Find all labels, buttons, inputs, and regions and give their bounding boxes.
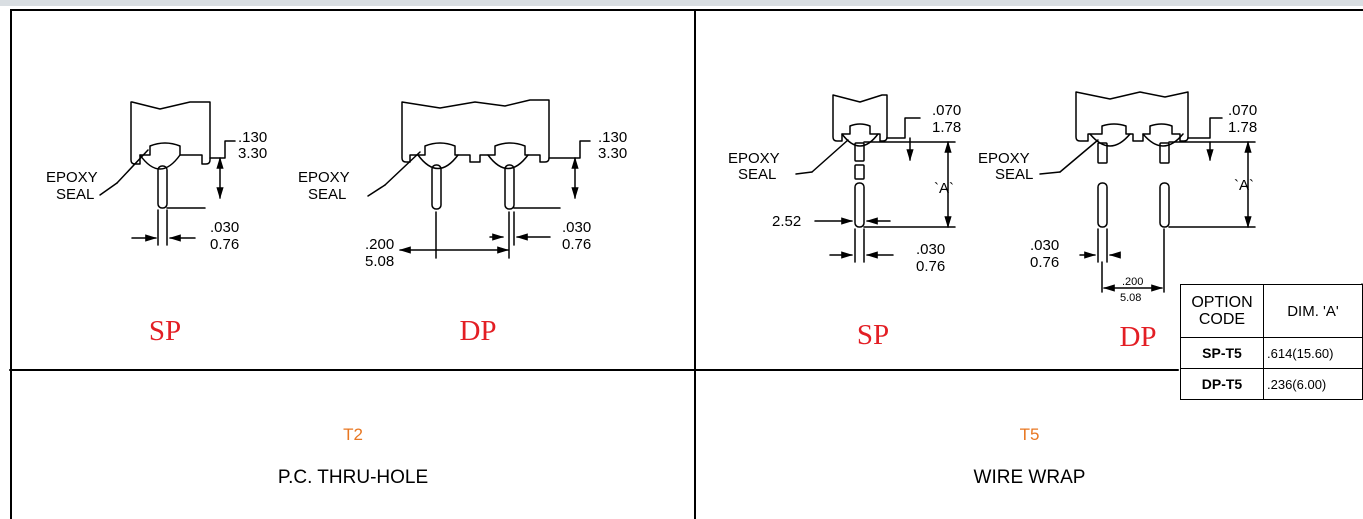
t2-dp-drawing	[367, 99, 591, 259]
row-dim: .236(6.00)	[1263, 368, 1363, 400]
t2-sp-dim-bot-in: .030	[210, 219, 239, 236]
t2-sp-drawing	[99, 101, 236, 246]
t5-option-code: T5	[1019, 425, 1040, 444]
t5-dp-pitch-in: .200	[1122, 276, 1143, 288]
t2-dp-pitch-mm: 5.08	[365, 253, 394, 270]
t2-option-title: P.C. THRU-HOLE	[277, 467, 429, 488]
t2-sp-epoxy-2: SEAL	[56, 186, 94, 203]
option-table-header: OPTION CODE DIM. 'A'	[1180, 284, 1363, 338]
top-bar	[0, 0, 1363, 6]
t2-sp-label: SP	[149, 315, 181, 347]
t5-dp-dim-a: `A`	[1234, 177, 1254, 194]
t2-sp-dim-top-in: .130	[238, 129, 267, 146]
t2-sp-labels: EPOXY SEAL .130 3.30 .030 0.76	[46, 129, 267, 253]
t2-dp-dim-bot-mm: 0.76	[562, 236, 591, 253]
table-row: SP-T5 .614(15.60)	[1180, 337, 1363, 369]
t5-dp-epoxy-1: EPOXY	[978, 150, 1030, 167]
t5-sp-dim-top-in: .070	[932, 102, 961, 119]
t5-sp-label: SP	[857, 319, 889, 351]
row-code: DP-T5	[1180, 368, 1264, 400]
drawing-frame	[10, 9, 1363, 519]
t5-sp-dim-side: 2.52	[772, 213, 801, 230]
t2-dp-dim-top-in: .130	[598, 129, 627, 146]
t5-dp-dim-top-in: .070	[1228, 102, 1257, 119]
t5-dp-epoxy-2: SEAL	[995, 166, 1033, 183]
t5-sp-drawing	[795, 94, 956, 263]
t2-sp-epoxy-1: EPOXY	[46, 169, 98, 186]
t5-dp-dim-left-in: .030	[1030, 237, 1059, 254]
t5-sp-epoxy-2: SEAL	[738, 166, 776, 183]
dim-a-header: DIM. 'A'	[1263, 284, 1363, 338]
t2-sp-dim-top-mm: 3.30	[238, 145, 267, 162]
t5-sp-dim-bot-in: .030	[916, 241, 945, 258]
t5-dp-pitch-mm: 5.08	[1120, 292, 1141, 304]
t5-sp-epoxy-1: EPOXY	[728, 150, 780, 167]
t2-dp-epoxy-2: SEAL	[308, 186, 346, 203]
row-dim: .614(15.60)	[1263, 337, 1363, 369]
t5-dp-label: DP	[1119, 321, 1156, 353]
t5-sp-labels: EPOXY SEAL .070 1.78 `A` 2.52 .030 0.76	[728, 102, 961, 275]
t2-option-code: T2	[343, 425, 363, 444]
option-code-header: OPTION CODE	[1180, 284, 1264, 338]
t5-dp-labels: EPOXY SEAL .070 1.78 `A` .030 0.76 .200 …	[978, 102, 1257, 304]
row-code: SP-T5	[1180, 337, 1264, 369]
t2-dp-dim-top-mm: 3.30	[598, 145, 627, 162]
option-header-line-1: OPTION	[1191, 294, 1253, 311]
t5-dp-dim-left-mm: 0.76	[1030, 254, 1059, 271]
t5-sp-dim-bot-mm: 0.76	[916, 258, 945, 275]
t2-dp-epoxy-1: EPOXY	[298, 169, 350, 186]
option-header-line-2: CODE	[1198, 311, 1246, 328]
t2-sp-dim-bot-mm: 0.76	[210, 236, 239, 253]
t2-dp-label: DP	[459, 315, 496, 347]
option-table: OPTION CODE DIM. 'A' SP-T5 .614(15.60) D…	[1180, 284, 1363, 400]
t2-dp-dim-bot-in: .030	[562, 219, 591, 236]
t5-option-title: WIRE WRAP	[973, 467, 1086, 488]
table-row: DP-T5 .236(6.00)	[1180, 368, 1363, 400]
t2-dp-pitch-in: .200	[365, 236, 394, 253]
t2-dp-labels: EPOXY SEAL .130 3.30 .200 5.08 .030 0.76	[298, 129, 627, 270]
t5-dp-dim-top-mm: 1.78	[1228, 119, 1257, 136]
t5-sp-dim-top-mm: 1.78	[932, 119, 961, 136]
t5-dp-drawing	[1039, 91, 1256, 293]
t5-sp-dim-a: `A`	[934, 180, 954, 197]
